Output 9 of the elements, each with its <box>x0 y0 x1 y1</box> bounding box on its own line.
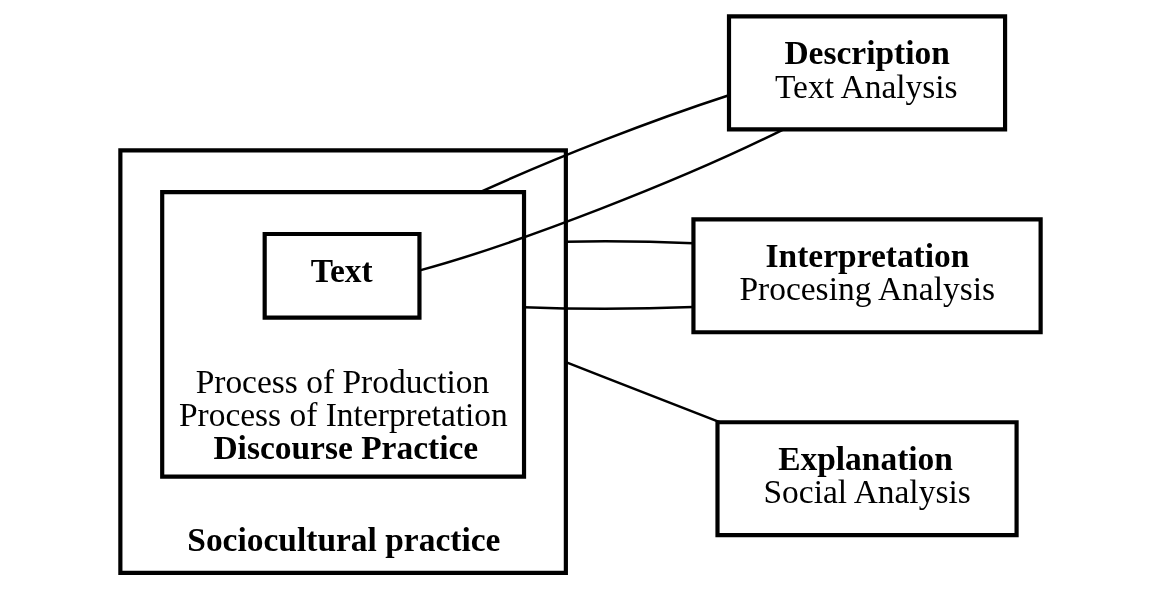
connector <box>419 128 784 272</box>
node-box: Text <box>262 231 422 320</box>
node-box: Interpretation Procesing Analysis <box>690 217 1043 335</box>
connector <box>565 240 693 245</box>
connector <box>479 94 729 194</box>
node-box: Explanation Social Analysis <box>714 420 1019 538</box>
node-box: Description Text Analysis <box>726 14 1007 132</box>
connector <box>523 305 693 310</box>
connector <box>564 361 720 424</box>
